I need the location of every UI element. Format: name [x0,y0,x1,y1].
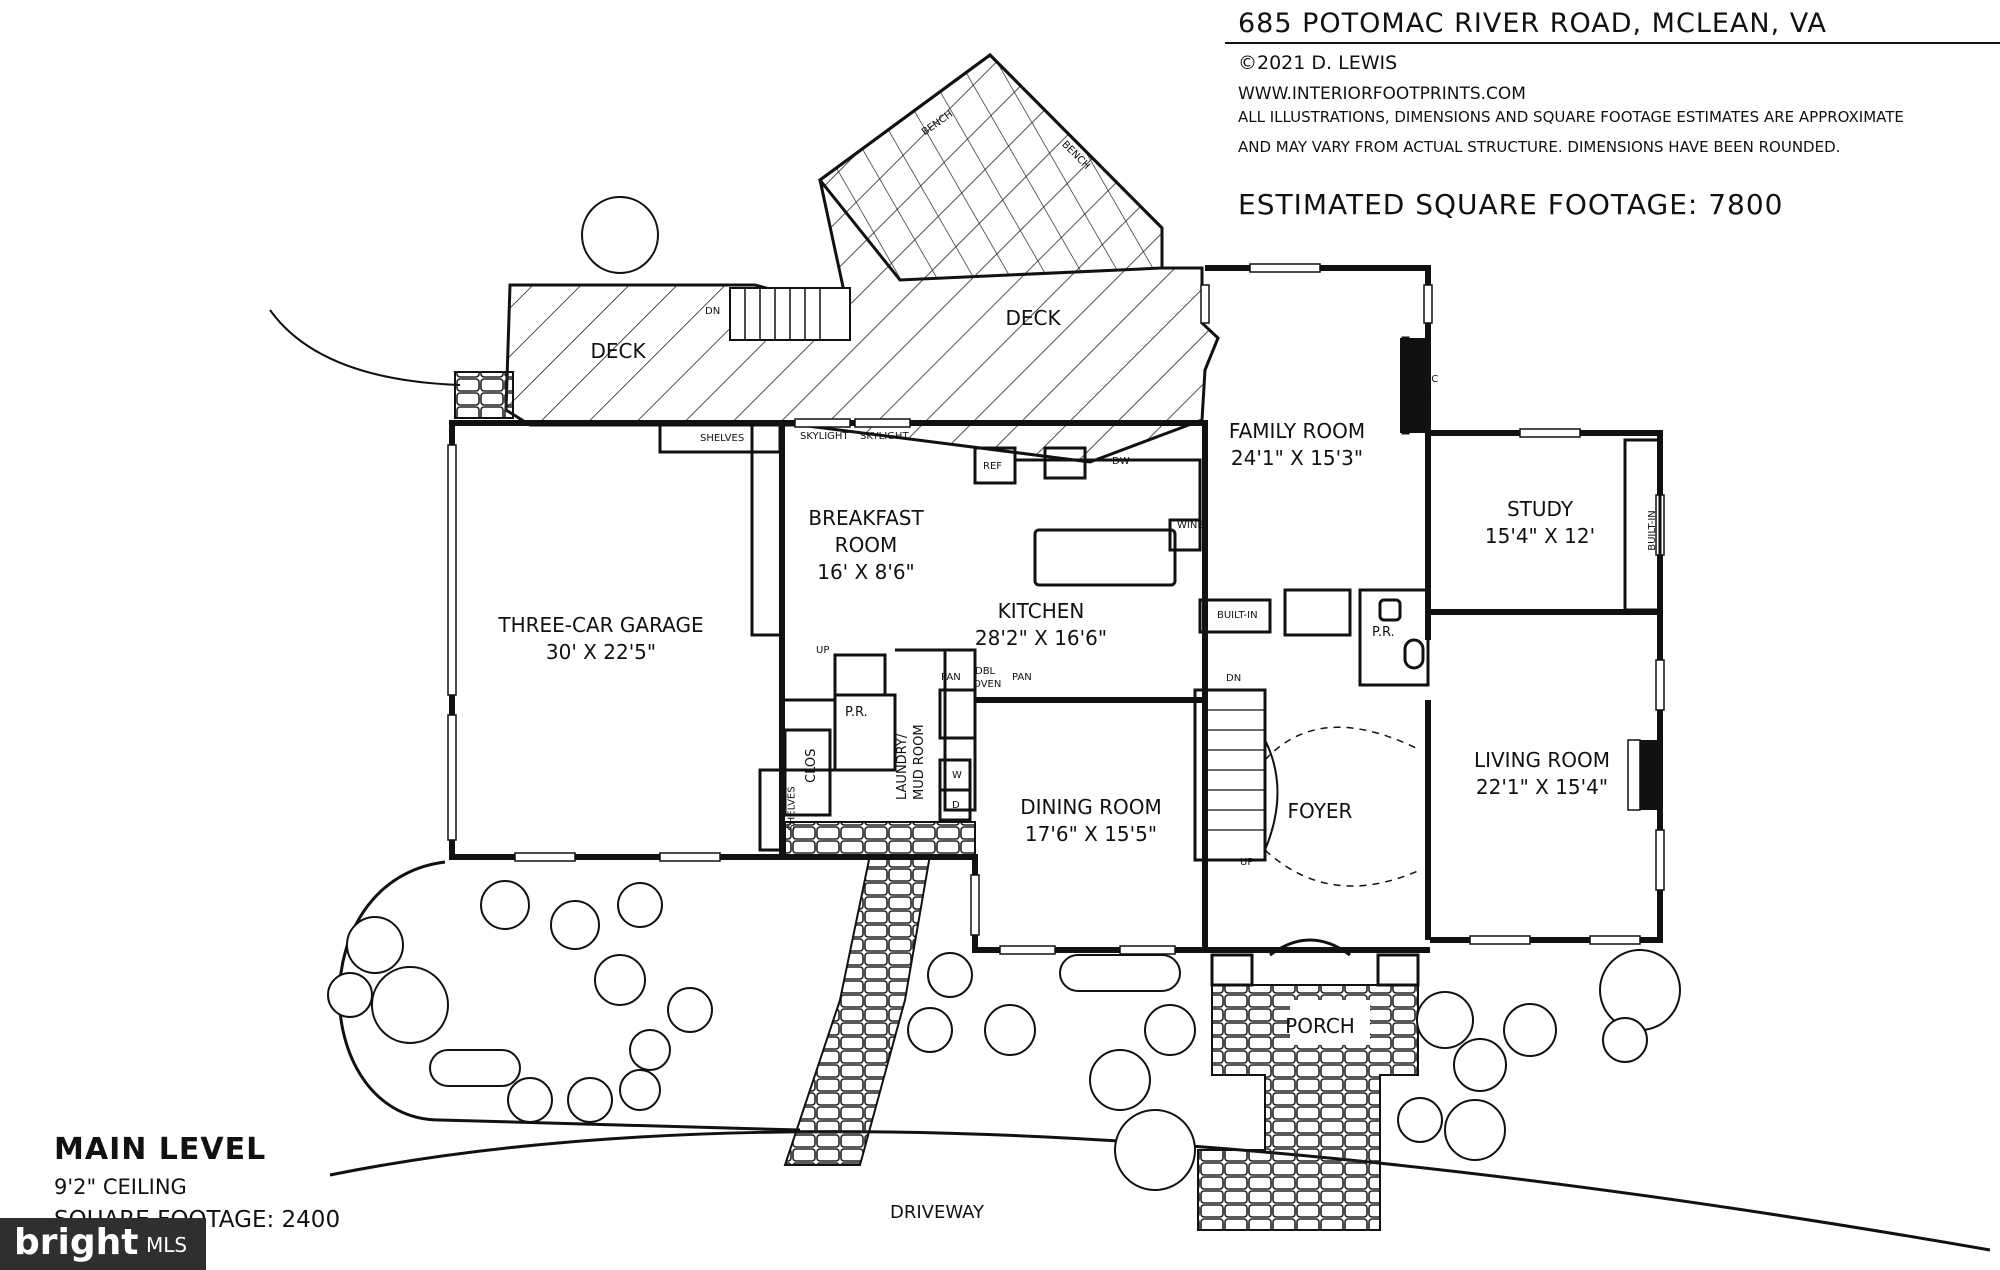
family-room-name: FAMILY ROOM [1228,419,1366,443]
laundry-label: LAUNDRY/ [895,733,910,800]
shelves-label: SHELVES [700,433,745,444]
dining-dims: 17'6" X 15'5" [1024,822,1158,846]
breakfast-dims: 16' X 8'6" [817,560,915,584]
disclaimer-line2: AND MAY VARY FROM ACTUAL STRUCTURE. DIME… [1238,138,1841,156]
breakfast-name-1: BREAKFAST [808,506,924,530]
wine-label: WINE [1177,520,1204,531]
pan-label-2: PAN [1012,672,1032,683]
garage-label: THREE-CAR GARAGE 30' X 22'5" [498,612,703,666]
oven-label: OVEN [973,679,1002,690]
living-fireplace [1638,740,1660,810]
property-arc [269,309,461,386]
porch-brick [1197,984,1419,1231]
skylight-label-2: SKYLIGHT [860,431,909,442]
built-in-label-1: BUILT-IN [1217,610,1258,621]
shelves-label-2: SHELVES [786,786,798,831]
study-dims: 15'4" X 12' [1484,524,1596,548]
powder-room-label-1: P.R. [1372,625,1395,640]
study-name: STUDY [1506,497,1574,521]
driveway-label: DRIVEWAY [889,1202,985,1223]
kitchen-name: KITCHEN [997,599,1085,623]
driveway-edge [329,1130,1991,1252]
logo-suffix: MLS [146,1233,188,1257]
porch-label: PORCH [1285,1014,1355,1038]
rear-stair-up: UP [816,645,830,656]
foyer-label: FOYER [1287,799,1353,823]
deck-label-left: DECK [590,339,646,363]
study-label: STUDY 15'4" X 12' [1485,496,1595,550]
website: WWW.INTERIORFOOTPRINTS.COM [1238,84,1526,104]
copyright: ©2021 D. LEWIS [1238,52,1398,74]
mudroom-label: MUD ROOM [912,724,927,800]
breakfast-name-2: ROOM [834,533,898,557]
logo-brand: bright [14,1222,139,1263]
breakfast-room-label: BREAKFAST ROOM 16' X 8'6" [808,505,923,586]
kitchen-label: KITCHEN 28'2" X 16'6" [975,598,1107,652]
brick-strip [784,821,976,859]
living-room-label: LIVING ROOM 22'1" X 15'4" [1474,747,1610,801]
deck-pier [454,371,514,419]
bright-mls-logo: bright MLS [0,1218,206,1270]
dryer-label: D [952,800,960,811]
kitchen-dims: 28'2" X 16'6" [974,626,1108,650]
dining-room-label: DINING ROOM 17'6" X 15'5" [1020,794,1162,848]
ceiling-height: 9'2" CEILING [54,1175,187,1199]
estimated-sqft: ESTIMATED SQUARE FOOTAGE: 7800 [1238,188,1784,221]
washer-label: W [952,770,962,781]
garage-name: THREE-CAR GARAGE [498,613,704,637]
built-in-label-2: BUILT-IN [1646,510,1658,551]
disclaimer-line1: ALL ILLUSTRATIONS, DIMENSIONS AND SQUARE… [1238,108,1904,126]
living-name: LIVING ROOM [1473,748,1611,772]
skylight-label-1: SKYLIGHT [800,431,849,442]
dw-label: DW [1112,456,1130,467]
garage-dims: 30' X 22'5" [545,640,657,664]
foyer-stair-dn: DN [1226,673,1242,684]
deck-boards [817,53,1164,282]
level-name: MAIN LEVEL [54,1132,267,1167]
living-fp-label: FP [1643,770,1655,781]
dbl-label: DBL [975,666,996,677]
family-room-label: FAMILY ROOM 24'1" X 15'3" [1229,418,1365,472]
dining-name: DINING ROOM [1020,795,1162,819]
living-dims: 22'1" X 15'4" [1475,775,1609,799]
elec-label: ELEC [1413,374,1439,385]
deck-label-right: DECK [1005,306,1061,330]
elec-fp-label: FP [1418,392,1430,403]
closet-label: CLOS [804,748,819,783]
deck-stair-dn: DN [705,306,721,317]
address: 685 POTOMAC RIVER ROAD, MCLEAN, VA [1238,8,1827,39]
powder-room-label-2: P.R. [845,705,868,720]
pan-label-1: PAN [941,672,961,683]
family-room-dims: 24'1" X 15'3" [1230,446,1364,470]
header-rule [1225,42,2000,44]
foyer-stair-up: UP [1240,857,1254,868]
ref-label: REF [983,461,1003,472]
